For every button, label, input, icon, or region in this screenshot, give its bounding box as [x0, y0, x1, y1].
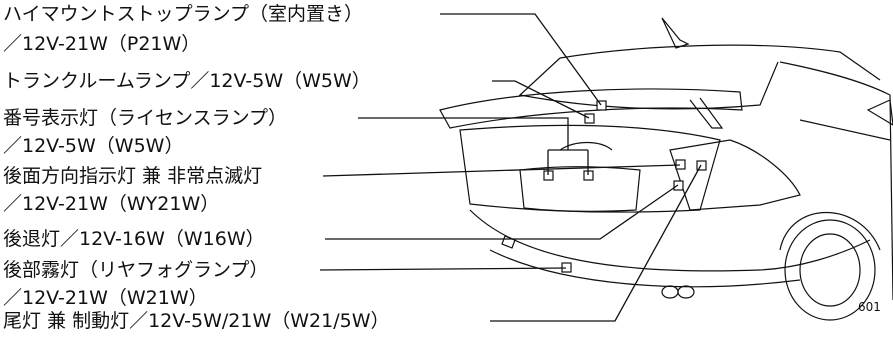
callout-rear-turn-signal-line2: ／12V-21W（WY21W） — [3, 193, 220, 215]
roof-outline — [559, 44, 881, 81]
exhaust-tip-right — [677, 285, 695, 299]
bumper-reflector — [501, 235, 516, 249]
rear-wheel-arch — [779, 211, 881, 251]
bumper-lower-edge — [489, 249, 801, 288]
callout-reverse-lamp: 後退灯／12V-16W（W16W） — [3, 228, 265, 250]
leader-high-mount-stop-lamp — [440, 13, 602, 106]
exhaust-tip-left — [661, 285, 679, 299]
high-mount-stop-lamp-marker — [596, 100, 607, 111]
callout-rear-fog-lamp-line1: 後部霧灯（リヤフォグランプ） — [3, 259, 269, 281]
reverse-lamp-marker — [673, 180, 684, 191]
license-plate-recess — [519, 166, 641, 212]
rear-bumper — [469, 209, 871, 272]
callout-tail-brake-lamp: 尾灯 兼 制動灯／12V-5W/21W（W21/5W） — [3, 310, 390, 332]
tail-brake-lamp-marker — [696, 160, 707, 171]
rear-window — [518, 57, 779, 110]
side-body — [779, 61, 893, 301]
side-door-line — [799, 119, 891, 141]
callout-license-plate-lamp-line2: ／12V-5W（W5W） — [3, 135, 184, 157]
roof-antenna — [661, 17, 690, 49]
callout-trunk-room-lamp: トランクルームランプ／12V-5W（W5W） — [3, 70, 371, 92]
callout-rear-fog-lamp-line2: ／12V-21W（W21W） — [3, 287, 208, 309]
leader-license-plate-lamp — [358, 117, 589, 175]
spoiler-stay — [689, 97, 724, 129]
figure-code: 601 — [858, 300, 881, 314]
leader-reverse-lamp — [325, 184, 679, 240]
callout-rear-turn-signal-line1: 後面方向指示灯 兼 非常点滅灯 — [3, 165, 263, 187]
leader-rear-turn-signal — [322, 164, 681, 177]
leader-tail-brake-lamp — [490, 164, 702, 322]
tail-lamp-cluster-right — [669, 139, 801, 211]
callout-high-mount-stop-lamp-line2: ／12V-21W（P21W） — [3, 33, 201, 55]
callout-license-plate-lamp-line1: 番号表示灯（ライセンスランプ） — [3, 107, 288, 129]
license-lamp-housing — [559, 141, 613, 151]
leader-trunk-room-lamp — [492, 80, 590, 119]
side-mirror — [866, 99, 893, 126]
trunk-room-lamp-marker — [584, 113, 595, 124]
rear-wheel-rim — [799, 233, 861, 307]
leader-rear-fog-lamp — [319, 267, 567, 271]
rear-spoiler — [439, 88, 743, 129]
rear-wheel — [784, 219, 876, 321]
callout-high-mount-stop-lamp-line1: ハイマウントストップランプ（室内置き） — [3, 3, 364, 25]
